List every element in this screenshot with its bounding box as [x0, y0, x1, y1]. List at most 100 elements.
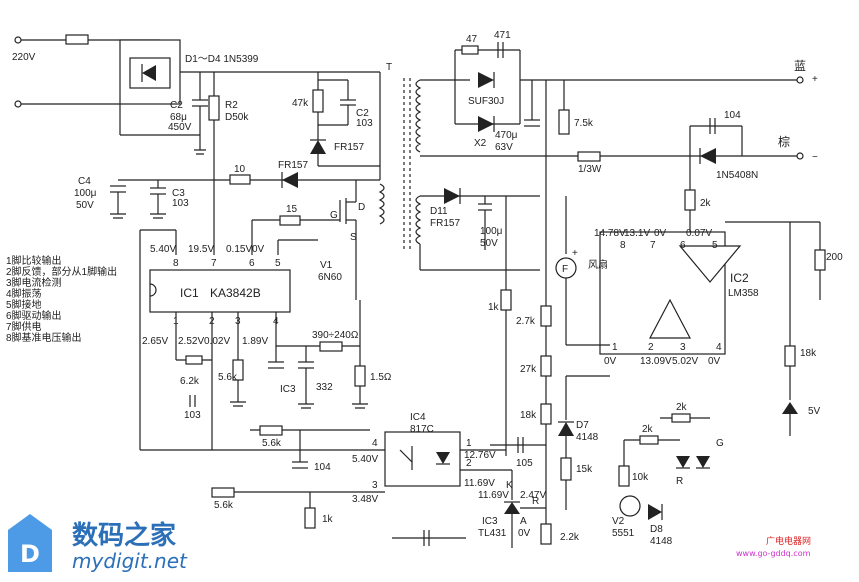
svg-text:1N5408N: 1N5408N	[716, 170, 758, 181]
svg-text:6N60: 6N60	[318, 272, 342, 283]
ic2-pin-1-voltage: 0V	[604, 356, 617, 367]
legend-line: 5脚接地	[6, 298, 42, 311]
ic1-pin-3-voltage: 0.02V	[204, 336, 230, 347]
feedback-divider: 1k 2.7k 27k 18k 2.2k 105	[488, 160, 580, 545]
ic1-pin-7-voltage: 19.5V	[188, 244, 214, 255]
svg-text:450V: 450V	[168, 122, 192, 133]
svg-text:−: −	[812, 152, 818, 163]
fan: F 风扇 +	[555, 196, 610, 346]
svg-text:A: A	[520, 516, 527, 527]
svg-text:7.5k: 7.5k	[574, 118, 594, 129]
ic2-pin-2: 2	[648, 342, 654, 353]
svg-text:5.6k: 5.6k	[214, 500, 234, 511]
svg-text:mydigit.net: mydigit.net	[72, 549, 188, 573]
ic1-pin-5: 5	[275, 258, 281, 269]
svg-text:6.2k: 6.2k	[180, 376, 200, 387]
svg-text:47: 47	[466, 34, 478, 45]
svg-text:50V: 50V	[76, 200, 94, 211]
legend-line: 7脚供电	[6, 320, 42, 333]
svg-text:18k: 18k	[520, 410, 537, 421]
diode-d11: D11 FR157 100μ 50V	[430, 188, 540, 250]
svg-text:1k: 1k	[322, 514, 334, 525]
svg-text:10k: 10k	[632, 472, 649, 483]
ic4-pin-4: 4	[372, 438, 378, 449]
ic4-pin-4-voltage: 5.40V	[352, 454, 378, 465]
tl431-ic3: K A R 11.69V 2.47V 0V IC3 TL431	[392, 470, 546, 548]
svg-text:C3: C3	[172, 188, 185, 199]
snubber: 47k C2 103 FR157	[292, 72, 380, 167]
svg-text:104: 104	[314, 462, 331, 473]
svg-text:5.6k: 5.6k	[262, 438, 282, 449]
ic1-pin-7: 7	[211, 258, 217, 269]
svg-text:TL431: TL431	[478, 528, 507, 539]
svg-text:D7: D7	[576, 420, 589, 431]
ic2-pin-8: 8	[620, 240, 626, 251]
ic2-pin-1: 1	[612, 342, 618, 353]
svg-text:10: 10	[234, 164, 246, 175]
output-rectifier: 47 471 SUF30J X2 470μ 63V 7.5k 1/3W 104 …	[420, 30, 818, 240]
ic2-lm358: IC2 LM358	[599, 231, 759, 355]
legend-line: 4脚振荡	[6, 287, 42, 300]
svg-text:V2: V2	[612, 516, 625, 527]
output-blue-label: 蓝	[794, 59, 806, 73]
svg-text:1k: 1k	[488, 302, 500, 313]
ic1-pin-1-voltage: 2.65V	[142, 336, 168, 347]
svg-text:SUF30J: SUF30J	[468, 96, 504, 107]
svg-text:100μ: 100μ	[480, 226, 503, 237]
svg-text:332: 332	[316, 382, 333, 393]
transformer: T	[378, 62, 540, 271]
svg-text:C2: C2	[356, 108, 369, 119]
ic2-pin-3: 3	[680, 342, 686, 353]
svg-text:68μ: 68μ	[170, 112, 187, 123]
svg-text:T: T	[386, 62, 392, 73]
ic2-pin-8-voltage: 14.78V	[594, 228, 626, 239]
svg-text:+: +	[812, 74, 818, 85]
watermark-go-gddq: 广电电器网 www.go-gddq.com	[736, 535, 811, 558]
diode-fr157-a	[282, 172, 298, 188]
mosfet-v1: G D S V1 6N60 15	[251, 180, 365, 300]
svg-text:15: 15	[286, 204, 298, 215]
ic4-pin-3-voltage: 3.48V	[352, 494, 378, 505]
watermark-mydigit: D 数码之家 mydigit.net	[8, 514, 188, 573]
svg-text:103: 103	[184, 410, 201, 421]
svg-text:2.2k: 2.2k	[560, 532, 580, 543]
svg-text:1.5Ω: 1.5Ω	[370, 372, 392, 383]
ic4-pin-1: 1	[466, 438, 472, 449]
ic1-pin-8-voltage: 5.40V	[150, 244, 176, 255]
svg-text:390÷240Ω: 390÷240Ω	[312, 330, 359, 341]
svg-text:2k: 2k	[676, 402, 688, 413]
output-brown-label: 棕	[778, 134, 790, 149]
ic1-pin-8: 8	[173, 258, 179, 269]
ic4-optocoupler: IC4 817C	[384, 412, 512, 487]
svg-text:4148: 4148	[650, 536, 673, 547]
ic4-pin-2-voltage: 11.69V	[464, 478, 495, 489]
svg-text:广电电器网: 广电电器网	[766, 535, 811, 547]
ic1-pin-6-voltage: 0.15V	[226, 244, 252, 255]
ic2-pin-3-voltage: 5.02V	[672, 356, 698, 367]
svg-text:18k: 18k	[800, 348, 817, 359]
bulk-capacitor-c2: C2 68μ 450V	[168, 72, 208, 155]
svg-text:104: 104	[724, 110, 741, 121]
svg-text:200: 200	[826, 252, 843, 263]
svg-text:D: D	[20, 540, 40, 568]
svg-text:471: 471	[494, 30, 511, 41]
svg-text:FR157: FR157	[334, 142, 364, 153]
svg-text:27k: 27k	[520, 364, 537, 375]
ic4-pin-2: 2	[466, 458, 472, 469]
ic1-bottom-network: 6.2k 103 5.6k IC3 332 390÷240Ω 1.5Ω 5.6k…	[140, 300, 392, 529]
ic1-pin-5-voltage: 0V	[252, 244, 265, 255]
svg-text:5V: 5V	[808, 406, 821, 417]
svg-text:风扇: 风扇	[588, 258, 608, 271]
svg-text:S: S	[350, 232, 357, 243]
svg-text:IC3: IC3	[482, 516, 498, 527]
svg-text:5551: 5551	[612, 528, 635, 539]
svg-text:IC4: IC4	[410, 412, 426, 423]
capacitors-c4-c3: C4 100μ 50V C3 103	[74, 176, 380, 219]
svg-text:105: 105	[516, 458, 533, 469]
svg-text:IC1: IC1	[180, 286, 199, 300]
